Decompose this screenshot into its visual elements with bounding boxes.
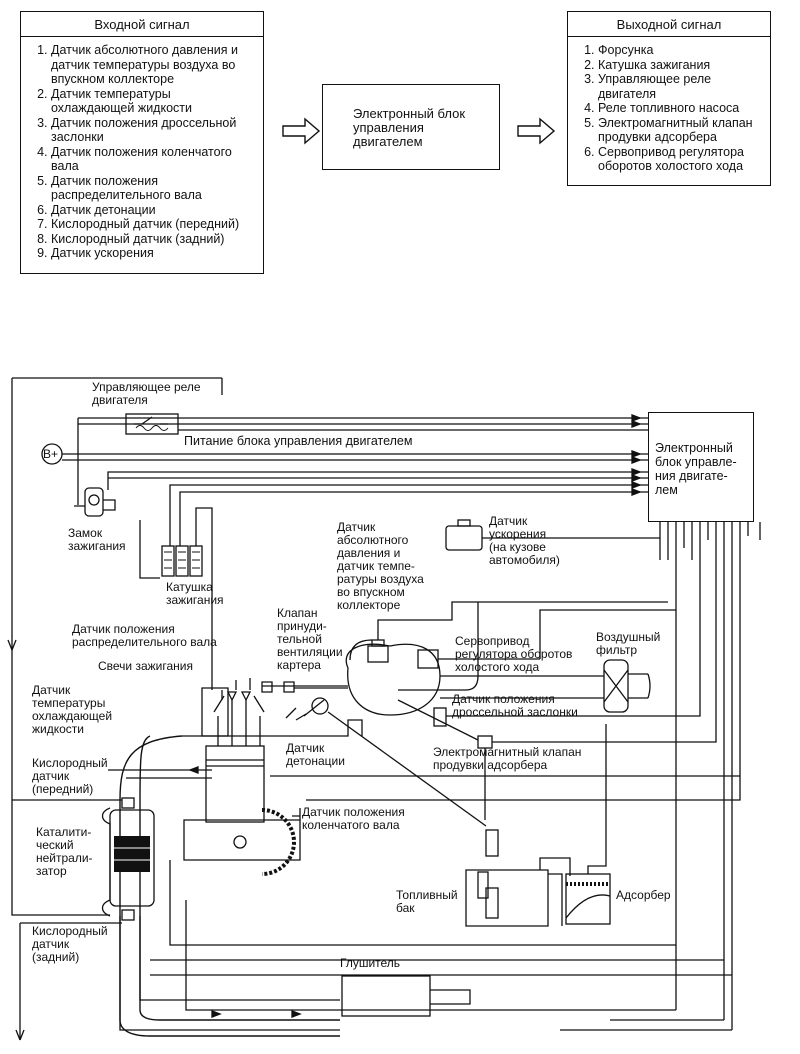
list-item: Управляющее реле двигателя <box>598 72 764 101</box>
ignition-coil-icon <box>161 545 203 577</box>
input-signal-header: Входной сигнал <box>21 12 263 37</box>
input-signal-box: Входной сигнал Датчик абсолютного давлен… <box>20 11 264 274</box>
list-item: Датчик положения дроссельной заслонки <box>51 116 257 145</box>
ignition-switch-label: Замок зажигания <box>68 526 126 553</box>
input-signal-list: Датчик абсолютного давления и датчик тем… <box>21 37 263 267</box>
throttle-sensor-icon <box>433 707 447 727</box>
map-sensor-icon <box>367 639 389 663</box>
air-filter-icon <box>603 659 651 713</box>
crank-sensor-label: Датчик положения коленчатого вала <box>302 805 405 832</box>
throttle-sensor-label: Датчик положения дроссельной заслонки <box>452 692 578 719</box>
engine-block-icon <box>119 687 363 1037</box>
list-item: Датчик абсолютного давления и датчик тем… <box>51 43 257 87</box>
list-item: Форсунка <box>598 43 764 58</box>
list-item: Датчик температуры охлаждающей жидкости <box>51 87 257 116</box>
list-item: Датчик положения коленчатого вала <box>51 145 257 174</box>
relay-label: Управляющее реле двигателя <box>92 380 201 407</box>
accelerometer-label: Датчик ускорения (на кузове автомобиля) <box>489 514 560 567</box>
list-item: Кислородный датчик (передний) <box>51 217 257 232</box>
coolant-sensor-label: Датчик температуры охлаждающей жидкости <box>32 683 113 736</box>
pcv-valve-label: Клапан принуди- тельной вентиляции карте… <box>277 606 343 672</box>
o2-sensor-rear-icon <box>121 909 135 921</box>
catalytic-converter-icon <box>101 807 155 917</box>
adsorber-icon <box>565 860 611 925</box>
o2-front-label: Кислородный датчик (передний) <box>32 756 108 796</box>
list-item: Реле топливного насоса <box>598 101 764 116</box>
list-item: Катушка зажигания <box>598 58 764 73</box>
catalyst-label: Каталити- ческий нейтрали- затор <box>36 825 93 878</box>
ignition-coil-label: Катушка зажигания <box>166 580 224 607</box>
purge-valve-label: Электромагнитный клапан продувки адсорбе… <box>433 745 582 772</box>
flow-arrow-icon <box>282 117 321 145</box>
ecu-side-block: Электронный блок управле- ния двигате- л… <box>648 412 754 522</box>
cam-sensor-label: Датчик положения распределительного вала <box>72 622 217 649</box>
output-signal-list: Форсунка Катушка зажигания Управляющее р… <box>568 37 770 180</box>
list-item: Датчик детонации <box>51 203 257 218</box>
list-item: Датчик положения распределительного вала <box>51 174 257 203</box>
output-signal-header: Выходной сигнал <box>568 12 770 37</box>
adsorber-label: Адсорбер <box>616 888 671 902</box>
ecu-side-label: Электронный блок управле- ния двигате- л… <box>655 441 737 497</box>
list-item: Датчик ускорения <box>51 246 257 261</box>
output-signal-box: Выходной сигнал Форсунка Катушка зажиган… <box>567 11 771 186</box>
power-label: Питание блока управления двигателем <box>184 434 413 448</box>
idle-actuator-label: Сервопривод регулятора оборотов холостог… <box>455 634 573 674</box>
idle-air-actuator-icon <box>417 649 439 669</box>
list-item: Сервопривод регулятора оборотов холостог… <box>598 145 764 174</box>
list-item: Кислородный датчик (задний) <box>51 232 257 247</box>
accelerometer-icon <box>445 519 483 551</box>
fuel-tank-label: Топливный бак <box>396 888 458 915</box>
throttle-icon <box>311 697 329 715</box>
air-filter-label: Воздушный фильтр <box>596 630 661 657</box>
spark-plugs-label: Свечи зажигания <box>98 659 193 673</box>
fuel-tank-icon <box>465 829 571 927</box>
map-sensor-label: Датчик абсолютного давления и датчик тем… <box>337 520 424 612</box>
o2-rear-label: Кислородный датчик (задний) <box>32 924 108 964</box>
ecu-block: Электронный блок управления двигателем <box>322 84 500 170</box>
battery-label: B+ <box>43 447 59 461</box>
list-item: Электромагнитный клапан продувки адсорбе… <box>598 116 764 145</box>
muffler-icon <box>341 975 471 1017</box>
knock-sensor-label: Датчик детонации <box>286 741 345 768</box>
flow-arrow-icon <box>517 117 556 145</box>
ecu-block-label: Электронный блок управления двигателем <box>353 106 466 149</box>
muffler-label: Глушитель <box>340 956 401 970</box>
ignition-switch-icon <box>74 487 116 517</box>
o2-sensor-front-icon <box>121 797 135 809</box>
